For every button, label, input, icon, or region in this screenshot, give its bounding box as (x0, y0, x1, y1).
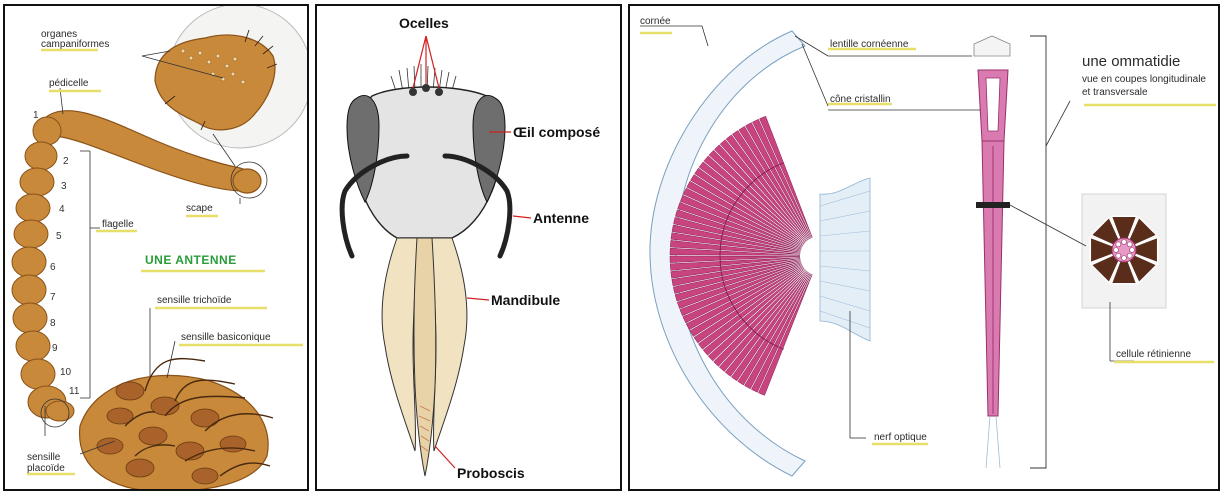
segment-number: 2 (63, 156, 69, 167)
ocellus (435, 88, 443, 96)
label-proboscis: Proboscis (457, 465, 525, 481)
label-ocelles: Ocelles (399, 15, 449, 31)
label-cornee: cornée (640, 16, 671, 27)
antenna-title: UNE ANTENNE (145, 253, 237, 267)
label-oeil: Œil composé (513, 124, 600, 140)
label-cellule: cellule rétinienne (1116, 349, 1191, 360)
label-cone: cône cristallin (830, 94, 891, 105)
segment-number: 11 (69, 386, 80, 397)
proboscis (414, 238, 436, 476)
segment-number: 7 (50, 292, 56, 303)
cross-section-marker (976, 202, 1010, 208)
label-lentille: lentille cornéenne (830, 39, 909, 50)
segment-number: 4 (59, 204, 65, 215)
segment-number: 10 (60, 367, 72, 378)
ommatidium-lens (974, 36, 1010, 56)
segment-number: 9 (52, 343, 58, 354)
label-coupes-1: vue en coupes longitudinale (1082, 74, 1206, 85)
ocellus (422, 84, 430, 92)
ocellus (409, 88, 417, 96)
antenna-panel: organes campaniformes pédicelle flagelle… (3, 4, 309, 491)
eye-panel: cornée lentille cornéenne cône cristalli… (628, 4, 1220, 491)
label-coupes-2: et transversale (1082, 87, 1148, 98)
segment-number: 6 (50, 262, 56, 273)
label-pedicelle: pédicelle (49, 78, 89, 89)
label-scape: scape (186, 203, 213, 214)
label-sensille-basiconique: sensille basiconique (181, 332, 271, 343)
rhabdomere (1122, 240, 1127, 245)
antenna-illustration: organes campaniformes pédicelle flagelle… (5, 6, 309, 491)
label-nerf: nerf optique (874, 432, 927, 443)
label-ommatidie: une ommatidie (1082, 53, 1180, 70)
rhabdomere (1116, 253, 1121, 258)
optic-nerve (820, 178, 870, 341)
label-mandibule: Mandibule (491, 292, 560, 308)
rhabdomere (1122, 256, 1127, 261)
rhabdomere (1116, 242, 1121, 247)
label-campaniformes: campaniformes (41, 39, 109, 50)
head-illustration: Ocelles Œil composé Antenne Mandibule Pr… (317, 6, 622, 491)
rhabdomere (1127, 242, 1132, 247)
label-flagelle: flagelle (102, 219, 134, 230)
pedicel-segment (233, 169, 261, 193)
segment-number: 5 (56, 231, 62, 242)
segment-number: 8 (50, 318, 56, 329)
mandible-right (432, 238, 467, 451)
transverse-section (1090, 216, 1157, 283)
rhabdomere (1114, 248, 1119, 253)
label-antenne: Antenne (533, 210, 589, 226)
rhabdomere (1127, 253, 1132, 258)
ommatidium-bracket (1030, 36, 1046, 468)
sensilla-zoom (80, 375, 269, 491)
segment-number: 3 (61, 181, 67, 192)
rhabdomere (1130, 248, 1135, 253)
eye-illustration: cornée lentille cornéenne cône cristalli… (630, 6, 1220, 491)
segment-number: 1 (33, 110, 39, 121)
head-panel: Ocelles Œil composé Antenne Mandibule Pr… (315, 4, 622, 491)
mandible-left (382, 238, 417, 451)
label-placoide: placoïde (27, 463, 65, 474)
label-sensille-trichoide: sensille trichoïde (157, 295, 232, 306)
label-sensille: sensille (27, 452, 61, 463)
